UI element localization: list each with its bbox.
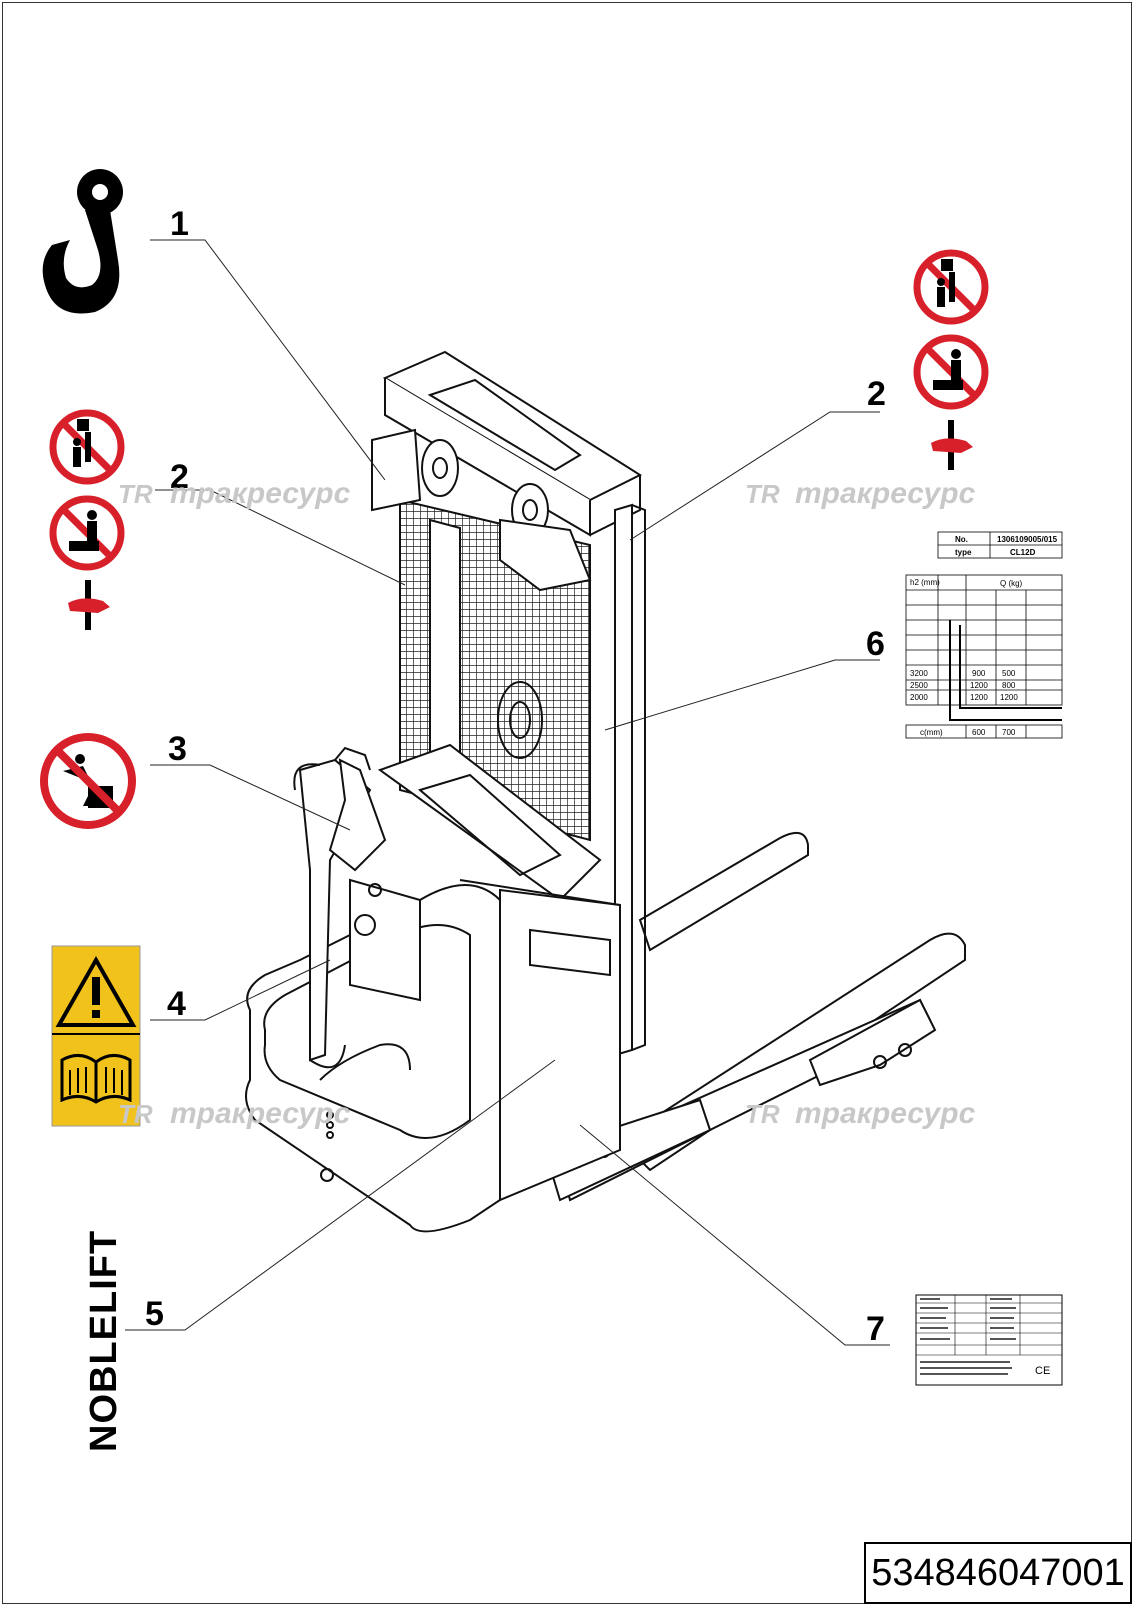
svg-text:2500: 2500	[910, 681, 928, 690]
svg-text:700: 700	[1002, 728, 1016, 737]
lifting-hook-icon	[42, 169, 123, 314]
svg-text:1200: 1200	[1000, 693, 1018, 702]
read-manual-icon	[60, 1054, 132, 1104]
svg-text:TR: TR	[745, 1099, 780, 1129]
name-plate: CE	[915, 1294, 1063, 1386]
plate-type-value: CL12D	[1010, 548, 1036, 557]
svg-text:900: 900	[972, 669, 986, 678]
callout-3: 3	[168, 730, 187, 768]
svg-text:TR: TR	[118, 1099, 153, 1129]
svg-text:тракресурс: тракресурс	[170, 1097, 351, 1130]
svg-text:c(mm): c(mm)	[920, 728, 943, 737]
plate-h-header: h2 (mm)	[910, 578, 940, 587]
plate-no-value: 1306109005/015	[997, 535, 1058, 544]
svg-text:1200: 1200	[970, 693, 988, 702]
brand-logo: NOBLELIFT	[83, 1230, 125, 1452]
hand-crush-hazard-icon	[931, 420, 973, 470]
warning-triangle-icon	[55, 955, 137, 1027]
capacity-plate: No. 1306109005/015 type CL12D h2 (mm) Q …	[905, 531, 1063, 739]
svg-text:800: 800	[1002, 681, 1016, 690]
no-standing-under-load-icon	[917, 253, 985, 321]
no-riding-icon	[53, 499, 121, 567]
svg-text:3200: 3200	[910, 669, 928, 678]
plate-type-label: type	[955, 548, 972, 557]
warning-manual-label	[51, 945, 141, 1127]
no-riding-icon	[917, 338, 985, 406]
no-standing-under-load-icon	[53, 413, 121, 481]
svg-text:2000: 2000	[910, 693, 928, 702]
svg-text:тракресурс: тракресурс	[795, 1097, 976, 1130]
brand-text: NOBLELIFT	[83, 1230, 125, 1452]
ce-mark: CE	[1035, 1365, 1050, 1377]
leader-lines	[125, 239, 890, 1346]
svg-text:500: 500	[1002, 669, 1016, 678]
watermark: TR тракресурс TR тракресурс TR тракресур…	[118, 477, 976, 1130]
plate-no-label: No.	[955, 535, 968, 544]
plate-q-header: Q (kg)	[1000, 579, 1023, 588]
callout-6: 6	[866, 625, 885, 663]
svg-text:600: 600	[972, 728, 986, 737]
callout-4: 4	[167, 985, 186, 1023]
svg-text:тракресурс: тракресурс	[795, 477, 976, 510]
callout-2-left: 2	[170, 458, 189, 496]
part-number: 534846047001	[864, 1542, 1132, 1604]
svg-text:тракресурс: тракресурс	[170, 477, 351, 510]
callout-2-right: 2	[867, 375, 886, 413]
callout-1: 1	[170, 205, 189, 243]
svg-text:TR: TR	[118, 479, 153, 509]
hand-crush-hazard-icon	[68, 580, 110, 630]
svg-text:TR: TR	[745, 479, 780, 509]
svg-text:1200: 1200	[970, 681, 988, 690]
callout-5: 5	[145, 1295, 164, 1333]
stacker-drawing	[245, 350, 966, 1233]
callout-7: 7	[866, 1310, 885, 1348]
no-passengers-icon	[40, 733, 136, 829]
